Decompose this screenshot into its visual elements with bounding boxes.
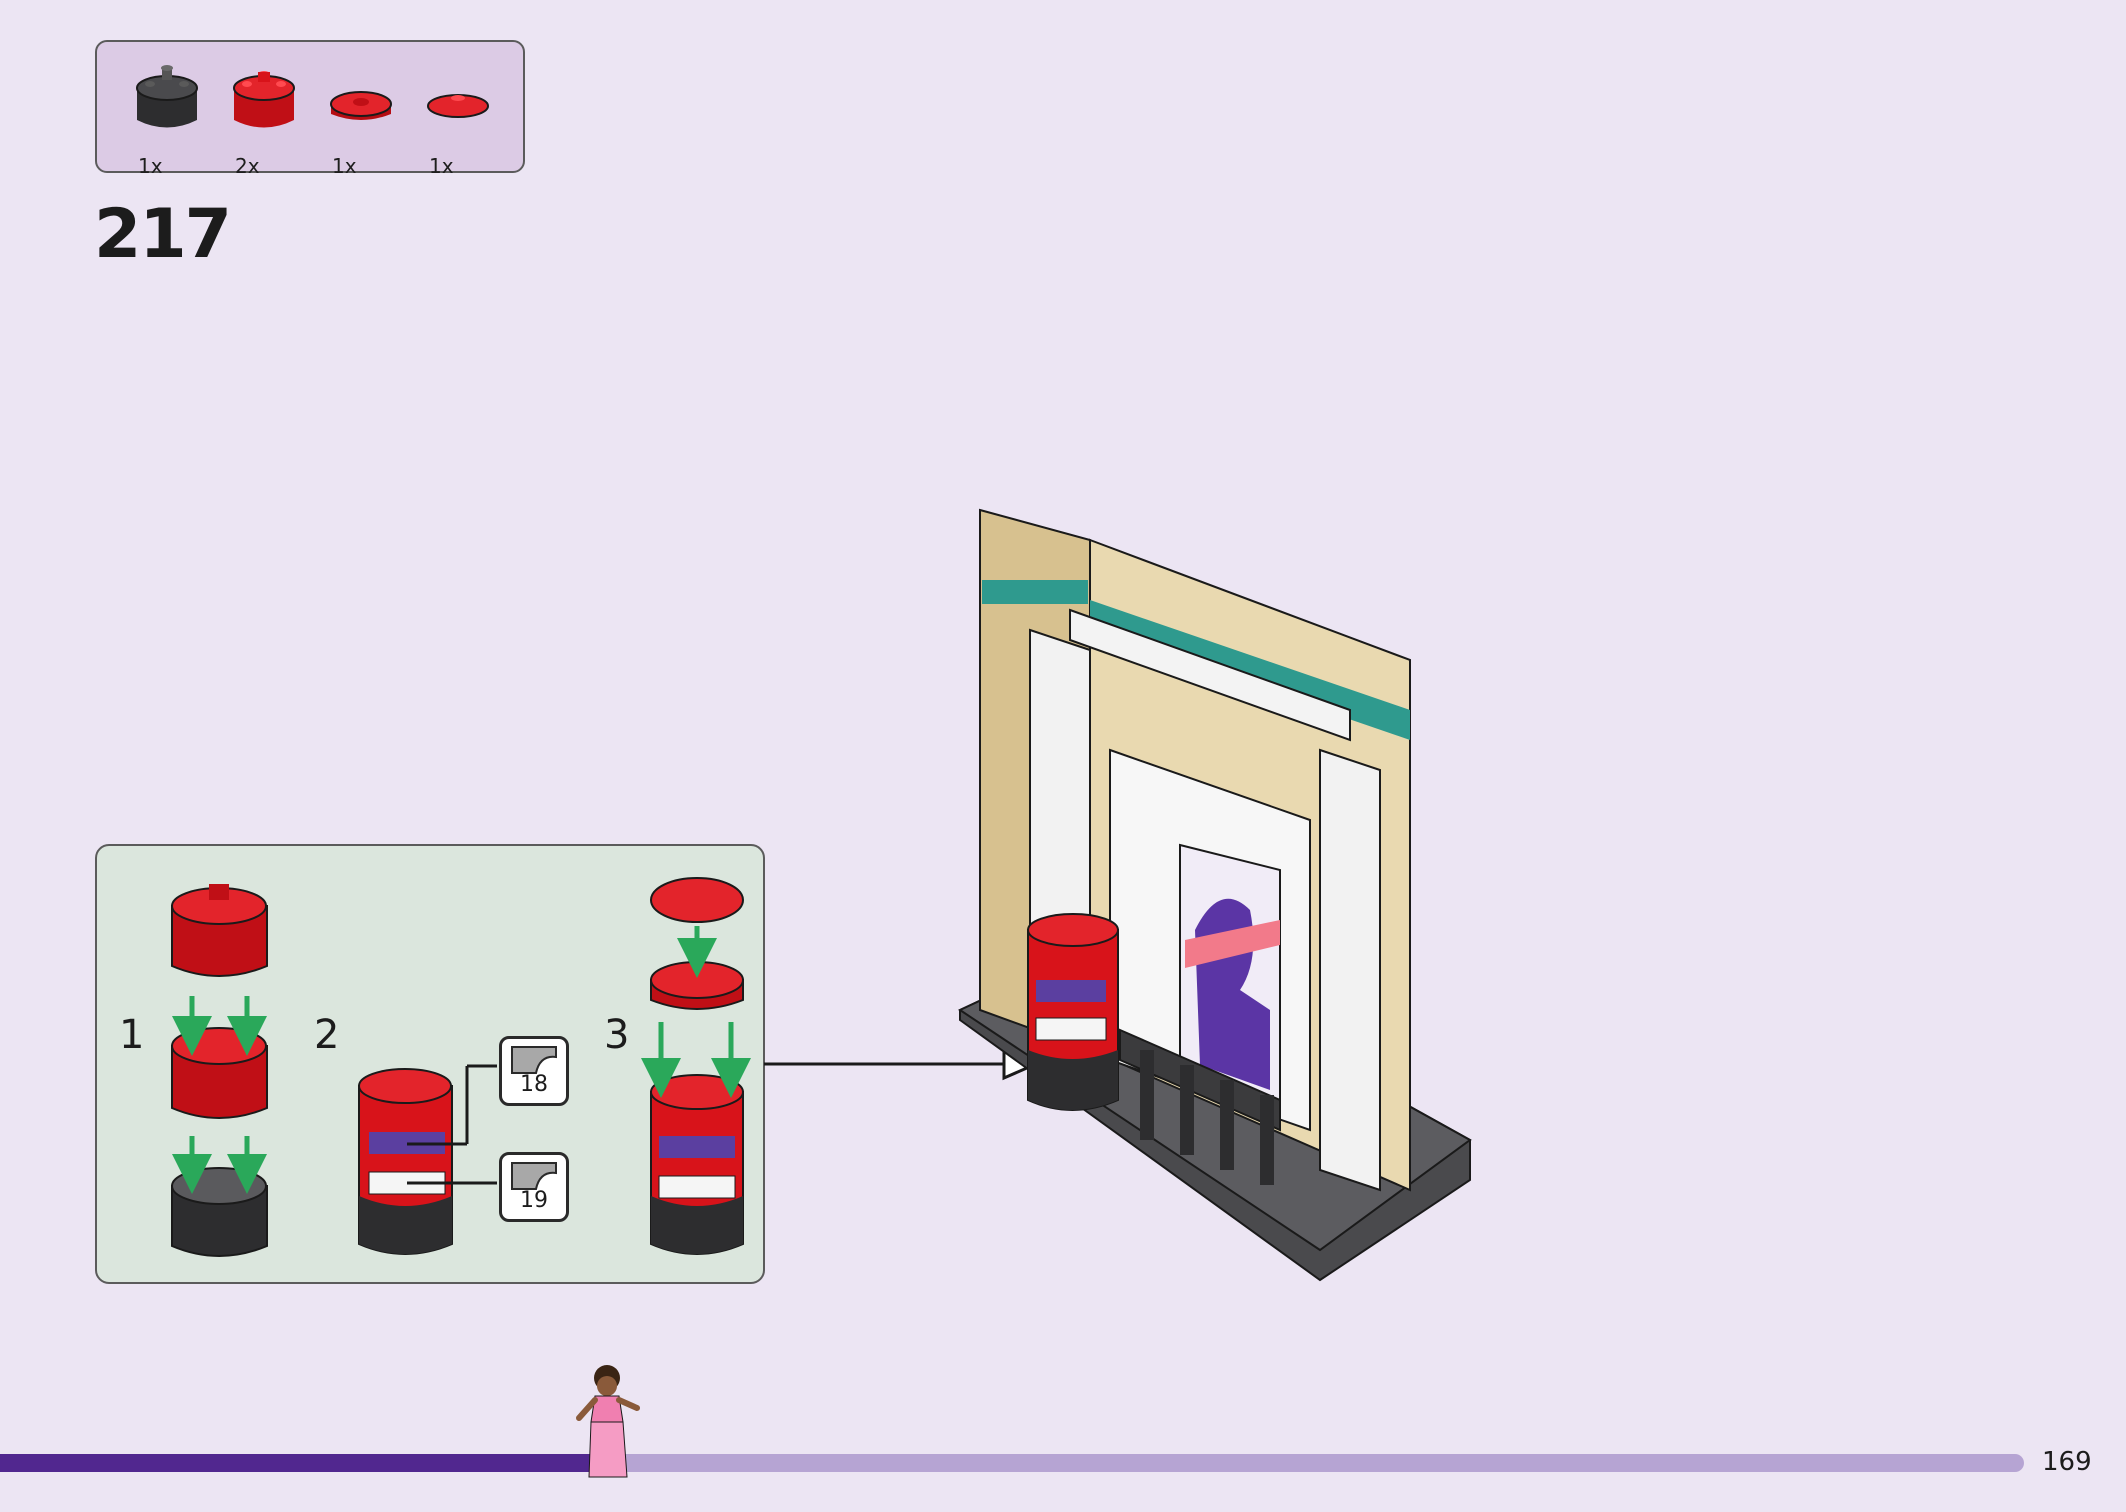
- part-quantity: 1x: [429, 154, 454, 178]
- sub-step-number: 2: [314, 1012, 340, 1058]
- part-quantity: 1x: [138, 154, 163, 178]
- main-model-illustration: [957, 508, 1472, 1282]
- part-round-plate-red: 1x: [326, 60, 406, 178]
- progress-fill: [0, 1454, 607, 1472]
- round-dish-red-icon: [427, 94, 489, 118]
- parts-list-box: 1x 2x 1x 1x: [95, 40, 525, 178]
- sticker-reference: 18: [499, 1036, 569, 1106]
- part-round-brick-red: 2x: [229, 60, 309, 178]
- round-brick-dark-gray-icon: [136, 65, 198, 128]
- step2-stack: [358, 1064, 497, 1255]
- round-plate-red-icon: [330, 91, 392, 120]
- part-quantity: 2x: [235, 154, 260, 178]
- sub-step-number: 3: [604, 1012, 630, 1058]
- step-number: 217: [94, 195, 232, 274]
- round-brick-red-icon: [233, 71, 295, 128]
- step1-stack: [171, 884, 268, 1257]
- sticker-reference: 19: [499, 1152, 569, 1222]
- sub-assembly-box: 1 2 3: [95, 844, 765, 1284]
- step3-stack: [641, 877, 751, 1255]
- sticker-icon: [511, 1046, 557, 1074]
- part-round-brick-dark-gray: 1x: [132, 60, 212, 178]
- sub-step-number: 1: [119, 1012, 145, 1058]
- sticker-number: 19: [520, 1188, 548, 1213]
- minifigure-icon: [576, 1365, 640, 1478]
- sticker-number: 18: [520, 1072, 548, 1097]
- sticker-icon: [511, 1162, 557, 1190]
- part-round-dish-red: 1x: [423, 60, 503, 178]
- part-quantity: 1x: [332, 154, 357, 178]
- sub-assembly-illustration: [171, 877, 751, 1257]
- page-number: 169: [2042, 1447, 2092, 1477]
